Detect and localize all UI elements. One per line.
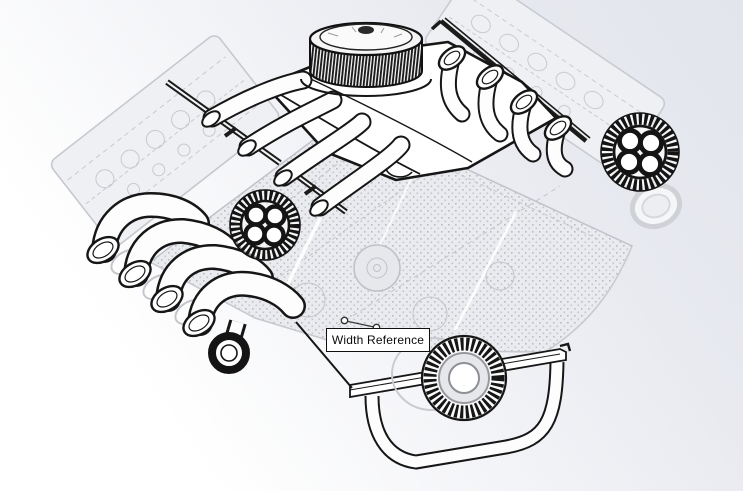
- support-tube: [364, 361, 565, 470]
- annotation-label[interactable]: Width Reference: [326, 328, 430, 352]
- left-cylinder-head-ghost: [50, 35, 280, 246]
- intake-runners-right: [437, 45, 574, 178]
- timing-gear-right: [600, 112, 680, 192]
- annotation-label-text: Width Reference: [331, 333, 425, 347]
- exhaust-headers: [86, 191, 306, 338]
- collector-outlet: [208, 319, 250, 374]
- intake-runners-left: [201, 70, 411, 217]
- harmonic-balancer: [391, 334, 508, 422]
- leader-endpoint-icon: [340, 316, 349, 325]
- timing-gear-left: [229, 189, 301, 261]
- air-cleaner: [300, 21, 432, 97]
- distributor-ghost: [353, 244, 401, 292]
